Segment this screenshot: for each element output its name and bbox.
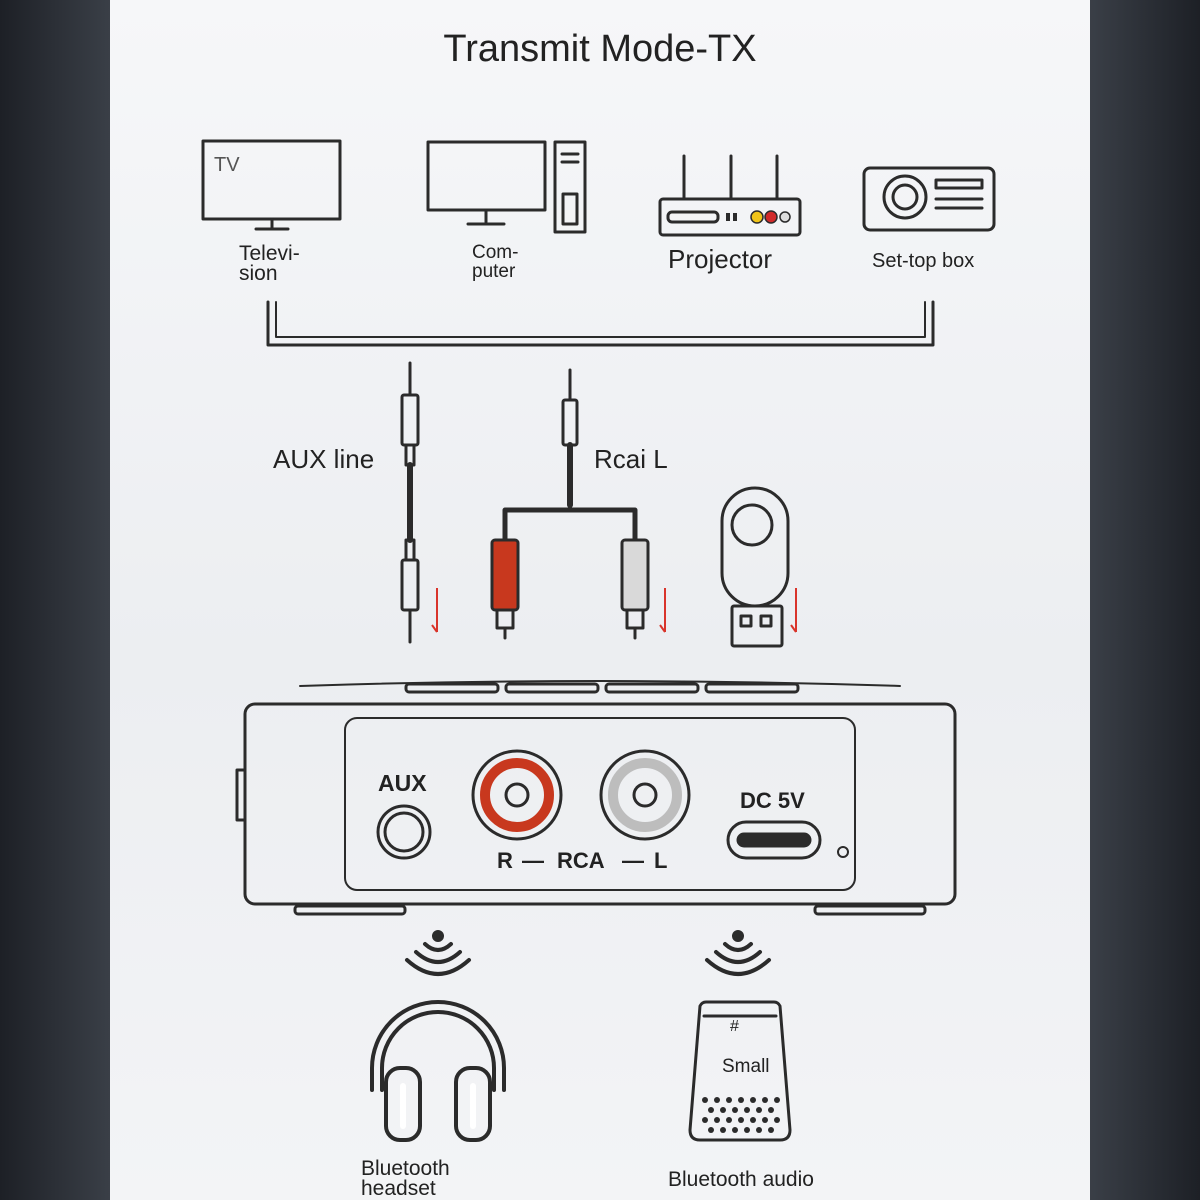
rca-line-label: Rcai L xyxy=(594,444,668,474)
device-bracket xyxy=(266,300,935,347)
tv-label-line1: Televi- xyxy=(239,242,300,265)
rca-cable-icon xyxy=(490,368,650,640)
aux-port-icon xyxy=(376,804,432,860)
dc-5v-label: DC 5V xyxy=(740,788,805,813)
tv-screen-text: TV xyxy=(214,154,240,176)
arrow-aux-icon xyxy=(431,588,438,633)
computer-label-line2: puter xyxy=(472,261,516,282)
router-icon xyxy=(658,154,802,237)
rca-center-label: RCA xyxy=(557,848,605,873)
rca-l-label: L xyxy=(654,848,668,873)
arrow-usb-icon xyxy=(790,588,797,633)
tv-icon xyxy=(201,139,342,231)
tv-label-line2: sion xyxy=(239,262,278,285)
rca-l-port-icon xyxy=(599,749,691,841)
aux-line-label: AUX line xyxy=(273,444,375,474)
aux-port-label: AUX xyxy=(378,770,427,796)
speaker-symbol: # xyxy=(730,1018,739,1035)
headphones-icon xyxy=(370,1000,506,1142)
receiver-device xyxy=(235,680,957,916)
arrow-rca-icon xyxy=(659,588,666,633)
headset-label-line1: Bluetooth xyxy=(361,1157,450,1180)
right-dark-border xyxy=(1090,0,1200,1200)
computer-icon xyxy=(426,140,587,234)
usb-c-port-icon xyxy=(726,820,849,860)
headset-label-line2: headset xyxy=(361,1177,436,1200)
left-dark-border xyxy=(0,0,110,1200)
smart-speaker-icon xyxy=(688,1000,792,1142)
usb-dongle-icon xyxy=(720,486,790,648)
rca-dash-1: — xyxy=(522,848,544,873)
wireless-signal-left-icon xyxy=(405,930,471,976)
rca-dash-2: — xyxy=(622,848,644,873)
audio-label: Bluetooth audio xyxy=(668,1168,814,1191)
projector-label: Projector xyxy=(668,244,773,274)
wireless-signal-right-icon xyxy=(705,930,771,976)
insert-arrows xyxy=(431,588,797,633)
rca-r-label: R xyxy=(497,848,513,873)
aux-cable-icon xyxy=(400,361,420,644)
computer-label-line1: Com- xyxy=(472,242,519,263)
settop-icon xyxy=(862,166,996,232)
speaker-grill xyxy=(702,1097,780,1133)
speaker-text: Small xyxy=(722,1056,770,1077)
settop-label: Set-top box xyxy=(872,250,975,272)
rca-r-port-icon xyxy=(471,749,563,841)
page-title: Transmit Mode-TX xyxy=(443,28,757,70)
